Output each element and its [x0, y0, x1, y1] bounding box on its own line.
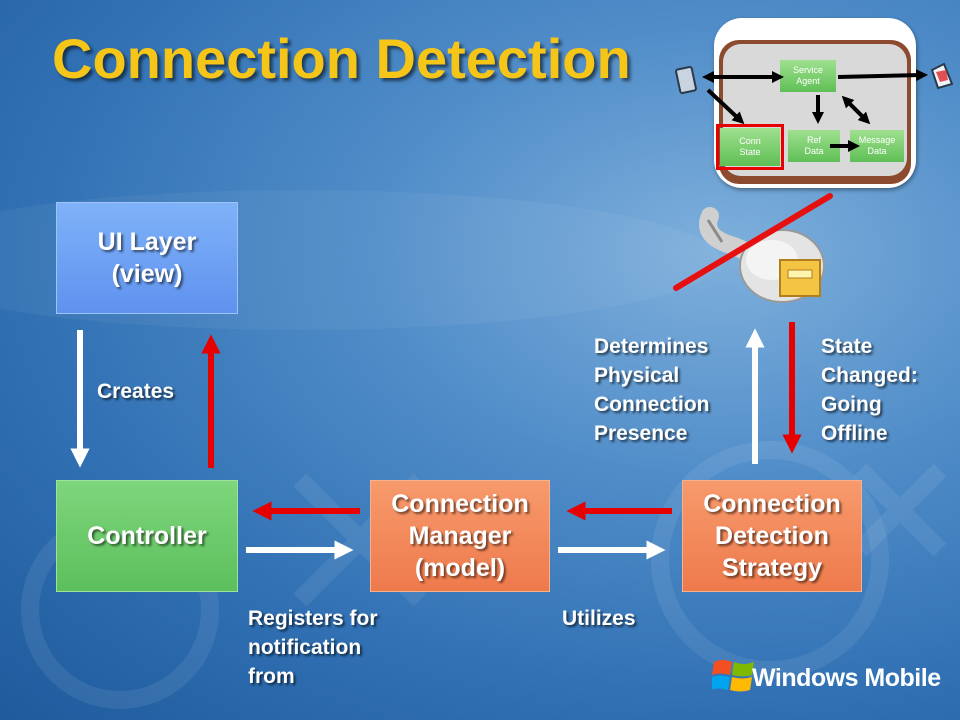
creates-label: Creates [97, 380, 175, 403]
ref-data-box: Ref Data [788, 130, 840, 162]
windows-flag-icon [712, 660, 754, 692]
controller-label: Controller [87, 522, 207, 550]
ui-layer-box: UI Layer (view) [56, 202, 238, 314]
registers-label: Registers for notification from [248, 607, 378, 688]
detection-strategy-box: Connection Detection Strategy [682, 480, 862, 592]
connection-manager-box: Connection Manager (model) [370, 480, 550, 592]
architecture-thumbnail: Service Agent Conn State Ref Data Messag… [714, 18, 916, 188]
page-title: Connection Detection [52, 27, 631, 90]
conn-state-box: Conn State [716, 124, 784, 170]
detection-strategy-label: Connection Detection Strategy [703, 490, 841, 582]
windows-mobile-logo-text: Windows Mobile [752, 664, 941, 692]
determines-label: Determines Physical Connection Presence [594, 335, 710, 445]
message-data-box: Message Data [850, 130, 904, 162]
controller-box: Controller [56, 480, 238, 592]
connection-manager-label: Connection Manager (model) [391, 490, 529, 582]
state-changed-label: State Changed: Going Offline [821, 335, 918, 445]
ui-layer-label: UI Layer (view) [97, 228, 197, 288]
service-agent-box: Service Agent [780, 60, 836, 92]
utilizes-label: Utilizes [562, 607, 636, 630]
